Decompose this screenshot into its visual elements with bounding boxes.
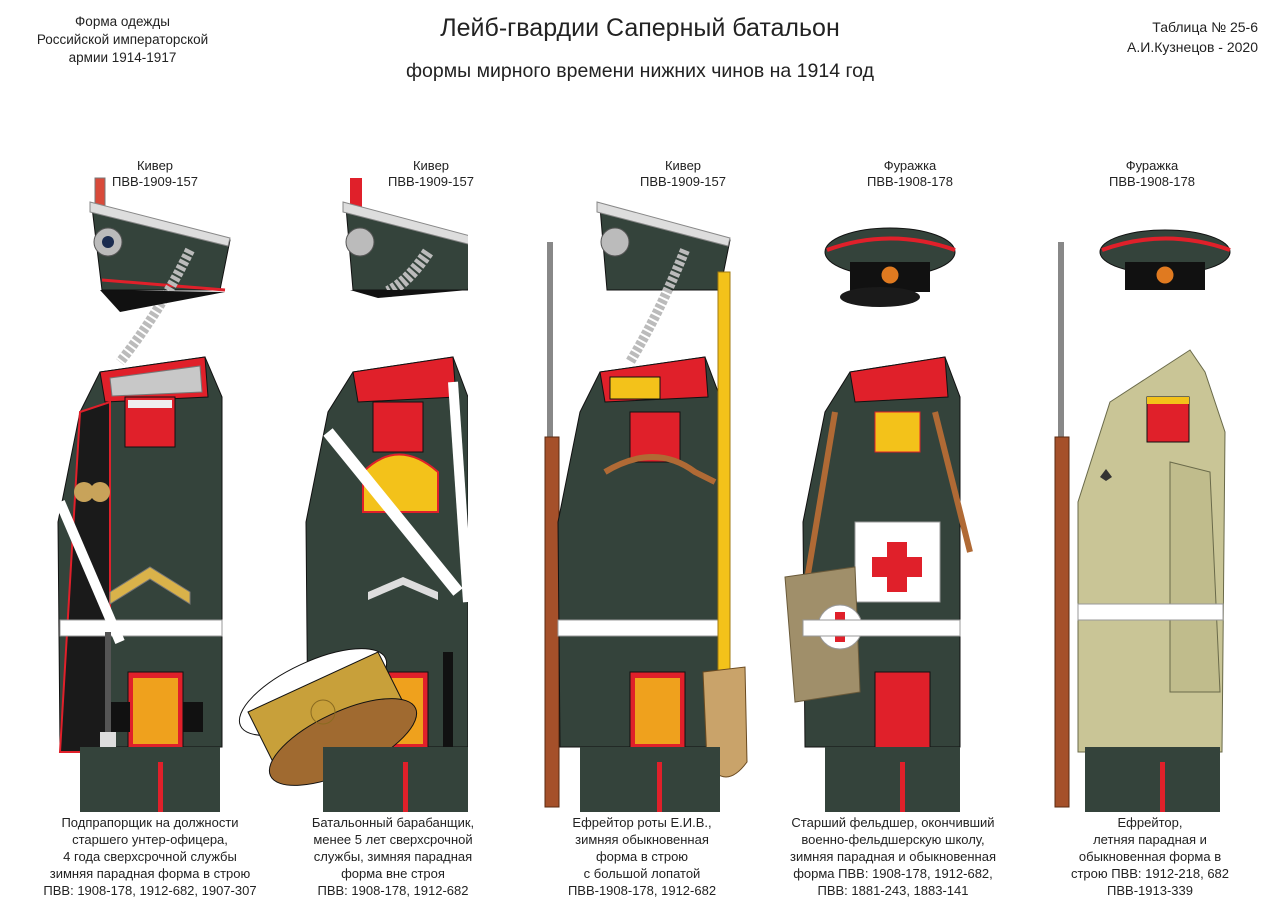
headwear-name: Кивер: [136, 158, 174, 173]
caption-1: Подпрапорщик на должности старшего унтер…: [20, 814, 280, 899]
caption-line: форма в строю: [595, 849, 689, 864]
rifle-icon: [544, 242, 560, 808]
caption-line: службы, зимняя парадная: [313, 849, 473, 864]
series-label-line: армии 1914-1917: [68, 50, 177, 65]
caption-line: ПВВ: 1908-178, 1912-682, 1907-307: [43, 883, 257, 898]
cuff: [874, 671, 931, 751]
tunic: [55, 356, 223, 754]
caption-2: Батальонный барабанщик, менее 5 лет свер…: [263, 814, 523, 899]
caption-line: летняя парадная и: [1093, 832, 1207, 847]
trouser-stripe: [657, 762, 662, 812]
caption-line: ПВВ: 1881-243, 1883-141: [817, 883, 969, 898]
trouser-stripe: [158, 762, 163, 812]
figure-efreitor-spade: [535, 172, 755, 812]
author-year: А.И.Кузнецов - 2020: [1127, 39, 1258, 55]
figure-efreitor-summer: [1040, 172, 1240, 812]
headwear-code: ПВВ-1908-178: [1109, 174, 1195, 189]
figure-feldsher: [775, 172, 975, 812]
drum-icon: [238, 648, 418, 786]
headwear-code: ПВВ-1909-157: [640, 174, 726, 189]
caption-line: обыкновенная форма в: [1078, 849, 1222, 864]
headwear-name: Фуражка: [883, 158, 937, 173]
trousers: [80, 747, 220, 812]
trouser-stripe: [900, 762, 905, 812]
table-info: Таблица № 25-6 А.И.Кузнецов - 2020: [1068, 17, 1258, 57]
headwear-label-2: Кивер ПВВ-1909-157: [341, 158, 521, 190]
caption-line: форма ПВВ: 1908-178, 1912-682,: [793, 866, 993, 881]
caption-line: ПВВ-1908-178, 1912-682: [567, 883, 717, 898]
series-label: Форма одежды Российской императорской ар…: [20, 13, 225, 67]
shako-icon: [342, 178, 468, 298]
cap-icon: [1099, 229, 1231, 290]
caption-line: старшего унтер-офицера,: [72, 832, 228, 847]
caption-5: Ефрейтор, летняя парадная и обыкновенная…: [1020, 814, 1280, 899]
trouser-stripe: [403, 762, 408, 812]
series-label-line: Российской императорской: [36, 32, 209, 47]
caption-line: Ефрейтор,: [1117, 815, 1183, 830]
caption-line: Подпрапорщик на должности: [61, 815, 239, 830]
caption-line: менее 5 лет сверхсрочной: [313, 832, 473, 847]
caption-line: ПВВ-1913-339: [1107, 883, 1193, 898]
caption-line: с большой лопатой: [583, 866, 701, 881]
headwear-code: ПВВ-1909-157: [388, 174, 474, 189]
summer-tunic: [1077, 349, 1226, 753]
caption-3: Ефрейтор роты Е.И.В., зимняя обыкновенна…: [512, 814, 772, 899]
caption-line: строю ПВВ: 1912-218, 682: [1070, 866, 1230, 881]
caption-line: ПВВ: 1908-178, 1912-682: [317, 883, 469, 898]
trousers: [323, 747, 468, 812]
headwear-label-1: Кивер ПВВ-1909-157: [65, 158, 245, 190]
cap-icon: [824, 227, 956, 307]
page-title: Лейб-гвардии Саперный батальон: [440, 14, 840, 42]
caption-line: зимняя парадная и обыкновенная: [789, 849, 996, 864]
tunic: [557, 356, 721, 751]
caption-line: Ефрейтор роты Е.И.В.,: [572, 815, 712, 830]
figure-drummer: [228, 172, 468, 812]
headwear-label-3: Кивер ПВВ-1909-157: [593, 158, 773, 190]
series-label-line: Форма одежды: [75, 14, 170, 29]
caption-line: форма вне строя: [341, 866, 445, 881]
figure-podpraporshchik: [40, 172, 240, 812]
headwear-code: ПВВ-1908-178: [867, 174, 953, 189]
headwear-label-4: Фуражка ПВВ-1908-178: [820, 158, 1000, 190]
belt: [802, 619, 961, 637]
trousers: [580, 747, 720, 812]
table-number: Таблица № 25-6: [1152, 19, 1258, 35]
headwear-name: Фуражка: [1125, 158, 1179, 173]
caption-line: военно-фельдшерскую школу,: [801, 832, 985, 847]
shako-icon: [596, 201, 731, 365]
headwear-name: Кивер: [664, 158, 702, 173]
caption-line: зимняя обыкновенная: [575, 832, 709, 847]
page-subtitle: формы мирного времени нижних чинов на 19…: [406, 60, 874, 82]
headwear-name: Кивер: [412, 158, 450, 173]
trousers: [825, 747, 960, 812]
rifle-icon: [1054, 242, 1070, 808]
caption-line: Старший фельдшер, окончивший: [791, 815, 995, 830]
caption-line: Батальонный барабанщик,: [311, 815, 475, 830]
caption-line: 4 года сверхсрочной службы: [63, 849, 237, 864]
caption-line: зимняя парадная форма в строю: [49, 866, 251, 881]
headwear-code: ПВВ-1909-157: [112, 174, 198, 189]
trousers: [1085, 747, 1220, 812]
shako-icon: [89, 177, 231, 366]
headwear-label-5: Фуражка ПВВ-1908-178: [1062, 158, 1242, 190]
trouser-stripe: [1160, 762, 1165, 812]
caption-4: Старший фельдшер, окончивший военно-фель…: [763, 814, 1023, 899]
